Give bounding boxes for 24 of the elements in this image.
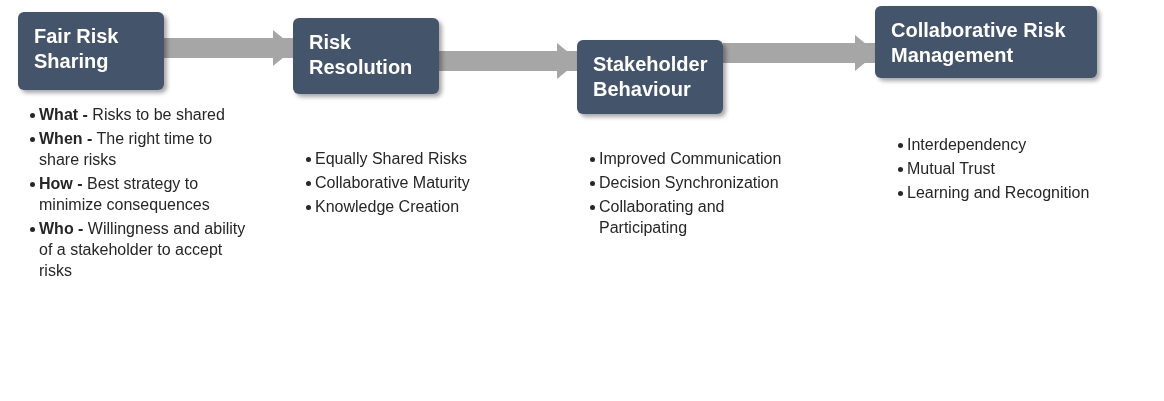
block-arrow [723,35,877,71]
bullet-text: How - Best strategy to minimize consequences [39,174,211,215]
bullet-text: Equally Shared Risks [315,149,468,169]
bullet-text: Who - Willingness and ability of a stakeholder to accept risks [39,219,247,281]
bullet-text: Collaborating and Participating [599,197,726,238]
bullet-text: What - Risks to be shared [39,105,225,125]
bullet-text: Collaborative Maturity [315,173,470,193]
step-box [577,40,723,114]
step-box [875,6,1097,78]
step-title: Stakeholder Behaviour [593,52,707,102]
bullet-text: Learning and Recognition [907,183,1090,203]
block-arrow [164,30,295,66]
block-arrow [439,43,579,79]
bullet-text: Knowledge Creation [315,197,460,217]
bullet-text: Mutual Trust [907,159,996,179]
step-title: Collaborative Risk Management [891,18,1067,68]
step-box [18,12,164,90]
bullet-text: Decision Synchronization [599,173,779,193]
bullet-text: Improved Communication [599,149,782,169]
step-title: Fair Risk Sharing [34,24,120,74]
bullet-text: When - The right time to share risks [39,129,214,170]
step-title: Risk Resolution [309,30,414,80]
bullet-text: Interdependency [907,135,1027,155]
step-box [293,18,439,94]
